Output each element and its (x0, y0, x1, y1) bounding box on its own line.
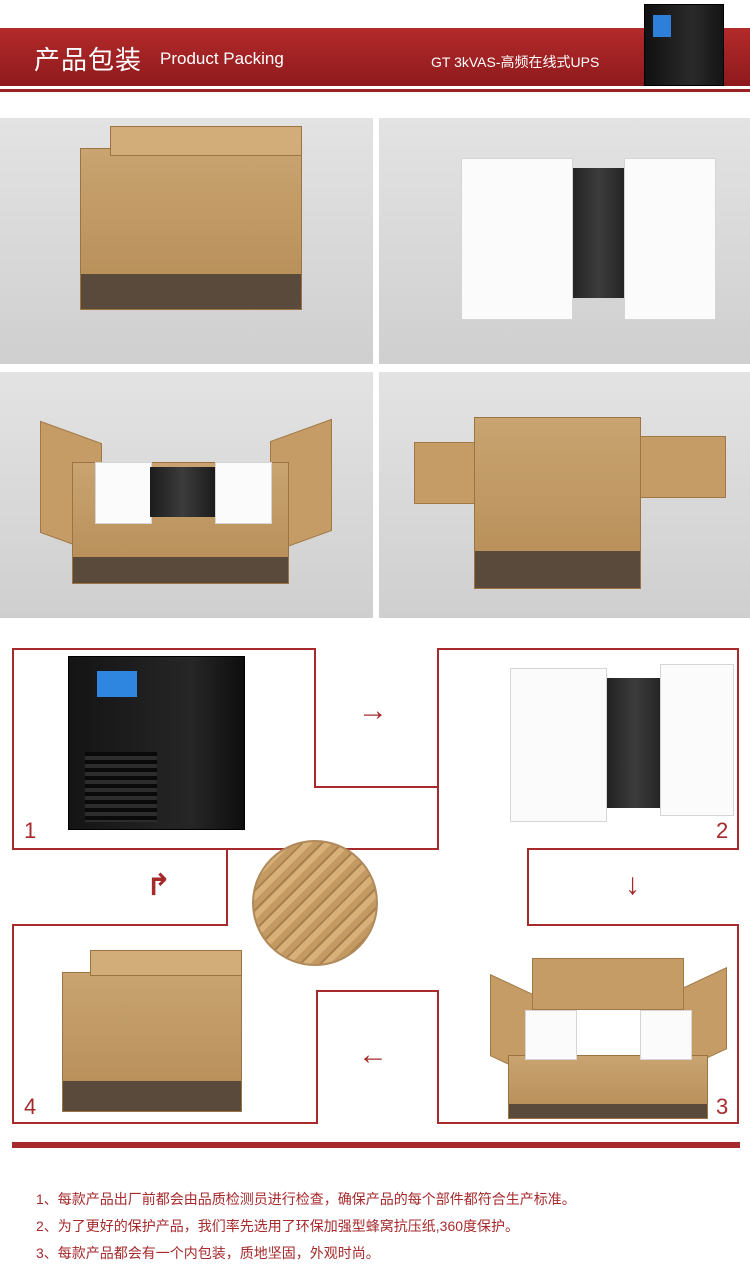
header-underline (0, 89, 750, 92)
frame-line (12, 1122, 318, 1124)
box-flap (532, 958, 684, 1010)
frame-line (12, 924, 228, 926)
note-item: 1、每款产品出厂前都会由品质检测员进行检查，确保产品的每个部件都符合生产标准。 (36, 1191, 576, 1207)
ups-thumbnail-image (644, 4, 724, 86)
frame-line (314, 648, 316, 788)
foam-left-image (525, 1010, 577, 1060)
frame-line (12, 648, 14, 850)
notes-list: 1、每款产品出厂前都会由品质检测员进行检查，确保产品的每个部件都符合生产标准。 … (36, 1186, 576, 1267)
photo-foam-wrapped-ups (379, 118, 750, 364)
header-banner (0, 28, 750, 86)
photo-boxed-carton (0, 118, 373, 364)
foam-left-image (510, 668, 607, 822)
frame-line (737, 648, 739, 850)
photo-opened-box (0, 372, 373, 618)
photo-opened-box-top (379, 372, 750, 618)
bottom-divider (12, 1142, 740, 1148)
carton-image (62, 972, 242, 1112)
frame-line (437, 648, 739, 650)
note-item: 2、为了更好的保护产品，我们率先选用了环保加强型蜂窝抗压纸,360度保护。 (36, 1218, 520, 1234)
arrow-down-icon: ↓ (625, 868, 640, 901)
frame-line (437, 1122, 739, 1124)
frame-line (527, 924, 739, 926)
frame-line (226, 848, 228, 926)
frame-line (12, 648, 316, 650)
frame-line (437, 648, 439, 850)
step-number: 2 (716, 818, 729, 843)
open-box-image (508, 1055, 708, 1119)
foam-right-image (640, 1010, 692, 1060)
page-title: 产品包装 (34, 45, 143, 75)
frame-line (316, 990, 318, 1124)
frame-line (12, 924, 14, 1124)
carton-top-image (90, 950, 242, 976)
frame-line (527, 848, 529, 926)
cardboard-zoom-image (252, 840, 378, 966)
frame-line (737, 924, 739, 1124)
foam-right-image (660, 664, 734, 816)
step-number: 4 (24, 1094, 37, 1119)
arrow-right-icon: → (358, 694, 388, 727)
note-item: 3、每款产品都会有一个内包装，质地坚固，外观时尚。 (36, 1245, 380, 1261)
step-number: 3 (716, 1094, 729, 1119)
step-number: 1 (24, 818, 37, 843)
frame-line (527, 848, 739, 850)
arrow-turn-icon: ↱ (146, 869, 172, 902)
frame-line (316, 990, 439, 992)
arrow-left-icon: ← (358, 1038, 388, 1071)
product-model: GT 3kVAS-高频在线式UPS (431, 54, 600, 70)
wrap-film-image (600, 678, 670, 808)
frame-line (314, 786, 438, 788)
frame-line (12, 848, 438, 850)
frame-line (437, 990, 439, 1124)
page-subtitle: Product Packing (160, 49, 284, 68)
ups-unit-image (68, 656, 245, 830)
